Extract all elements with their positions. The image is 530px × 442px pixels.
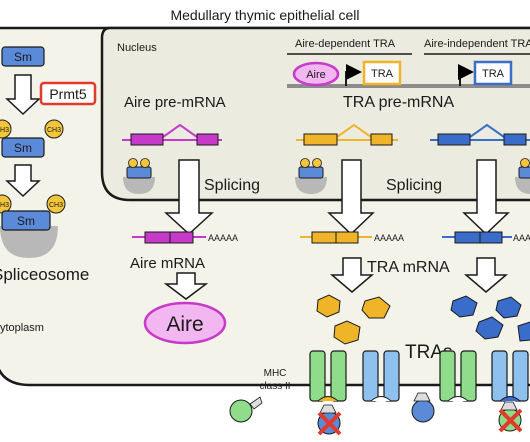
tra-proteins-blue — [450, 295, 530, 342]
splicing-arrow-icon — [164, 159, 214, 236]
aire-premrna — [122, 123, 222, 146]
tra-mrna-label: TRA mRNA — [367, 259, 450, 276]
svg-text:TRA: TRA — [371, 68, 394, 80]
svg-text:TRA: TRA — [482, 68, 505, 80]
aire-independent-label: Aire-independent TRA — [424, 38, 530, 50]
svg-text:CH3: CH3 — [0, 202, 9, 209]
aire-protein: Aire — [143, 301, 227, 345]
polya-tail: AAAAA — [208, 233, 238, 243]
mhc-label-line2: class II — [259, 381, 290, 392]
nucleus — [100, 26, 530, 202]
cytoplasm-label: Cytoplasm — [0, 322, 44, 334]
sm-label-2: Sm — [14, 141, 32, 155]
mhc-molecule-2 — [362, 350, 400, 402]
tra-mrna-orange: AAAAA — [300, 231, 404, 244]
sm-protein-1: Sm — [1, 46, 45, 67]
promoter-arrow-icon — [345, 64, 362, 86]
aire-binding: Aire — [292, 61, 340, 87]
aire-dependent-label: Aire-dependent TRA — [295, 38, 396, 50]
spliceosome-icon — [295, 158, 327, 194]
aire-mrna: AAAAA — [132, 231, 238, 244]
splicing-arrow-icon — [462, 159, 510, 236]
down-arrow-icon — [329, 257, 375, 293]
sm-protein-3: Sm — [1, 210, 51, 231]
mhc-molecule-1 — [309, 350, 347, 402]
t-cell-blue-2 — [411, 392, 435, 423]
spliceosome-shape — [0, 226, 58, 258]
aire-protein-label: Aire — [166, 313, 203, 336]
polya-tail: AAAAA — [374, 233, 404, 243]
down-arrow-icon — [163, 272, 209, 300]
mhc-molecule-4 — [491, 350, 529, 402]
methyl-group-4: CH3 — [46, 194, 66, 214]
tra-proteins-orange — [316, 294, 391, 345]
tra-premrna-label: TRA pre-mRNA — [343, 94, 454, 111]
spliceosome-icon — [515, 158, 530, 194]
prmt5-enzyme: Prmt5 — [39, 81, 97, 106]
svg-text:CH3: CH3 — [49, 202, 63, 209]
down-arrow-icon — [5, 164, 41, 198]
methyl-group-1: CH3 — [0, 119, 12, 139]
t-cell-green — [229, 396, 263, 423]
sm-protein-2: Sm — [1, 137, 45, 158]
nucleus-label: Nucleus — [117, 42, 157, 54]
tra-premrna-blue — [430, 123, 530, 146]
tra-gene-blue: TRA — [473, 60, 513, 86]
down-arrow-icon — [5, 74, 41, 116]
down-arrow-icon — [463, 257, 509, 293]
prmt5-label: Prmt5 — [49, 86, 87, 102]
spliceosome-icon — [123, 158, 155, 194]
tra-mrna-blue: AAAAA — [442, 231, 530, 244]
promoter-arrow-icon — [458, 64, 474, 86]
deletion-x-icon — [498, 408, 523, 433]
aire-mrna-label: Aire mRNA — [130, 255, 205, 272]
svg-text:CH3: CH3 — [0, 127, 9, 134]
splicing-label-left: Splicing — [204, 177, 260, 194]
diagram-title: Medullary thymic epithelial cell — [170, 7, 359, 23]
methyl-group-2: CH3 — [44, 119, 64, 139]
splicing-label-right: Splicing — [386, 177, 442, 194]
polya-tail: AAAAA — [513, 233, 530, 243]
aire-premrna-label: Aire pre-mRNA — [124, 94, 226, 111]
spliceosome-label: Spliceosome — [0, 265, 89, 284]
splicing-arrow-icon — [327, 159, 375, 236]
mhc-molecule-3 — [439, 350, 477, 402]
sm-label-3: Sm — [17, 214, 35, 228]
tra-gene-orange: TRA — [362, 60, 402, 86]
mhc-label-line1: MHC — [264, 368, 287, 379]
deletion-x-icon — [317, 411, 342, 436]
aire-small-label: Aire — [306, 69, 326, 81]
sm-label-1: Sm — [14, 50, 32, 64]
svg-text:CH3: CH3 — [47, 127, 61, 134]
tra-premrna-orange — [296, 123, 398, 146]
